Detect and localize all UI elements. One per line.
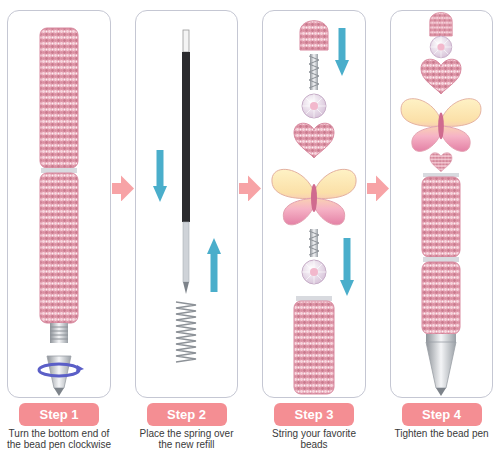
heart-bead (430, 153, 452, 172)
direction-arrow (344, 238, 351, 282)
butterfly-bead (272, 169, 356, 224)
heart-bead (294, 123, 334, 158)
metal-ring (426, 334, 456, 342)
thread-lines (50, 327, 68, 339)
step-panel: Step 1Turn the bottom end of the bead pe… (7, 10, 111, 398)
screw-thread (309, 231, 319, 255)
rotate-ring (39, 364, 79, 376)
step-label: Step 2 (147, 403, 227, 426)
rhinestone-segment (422, 262, 460, 334)
direction-arrow (157, 150, 164, 188)
rhinestone-segment (40, 173, 78, 323)
screw (310, 54, 318, 90)
step-caption: Turn the bottom end of the bead pen cloc… (4, 429, 114, 450)
pen-tip (436, 388, 446, 396)
dome-bead (300, 21, 328, 50)
refill-end (183, 222, 189, 282)
step-arrow (367, 183, 376, 194)
butterfly-bead (401, 99, 481, 152)
metal-ring (423, 173, 459, 177)
rhinestone-segment (422, 177, 460, 257)
thread (50, 323, 68, 343)
rhinestone-segment (294, 301, 334, 394)
refill-tip (183, 282, 189, 294)
rotate-arrowhead (76, 365, 84, 372)
step-arrow (112, 183, 121, 194)
step-panel: Step 4Tighten the bead pen (390, 10, 493, 398)
step-caption: Tighten the bead pen (387, 429, 497, 440)
direction-arrow (339, 28, 346, 62)
step-caption: String your favorite beads (259, 429, 369, 450)
metal-ring (423, 257, 459, 262)
pen-body (39, 28, 84, 396)
screw (310, 229, 318, 257)
heart-bead (421, 59, 461, 94)
crystal-bead (302, 260, 326, 284)
pen-nib (47, 356, 71, 388)
pen-tip (54, 388, 64, 396)
direction-arrow (211, 252, 218, 292)
step-caption: Place the spring over the new refill (132, 429, 242, 450)
refill-tube (182, 52, 190, 222)
metal-ring (296, 296, 332, 301)
rhinestone-segment (40, 28, 78, 168)
spring (176, 302, 196, 362)
step-label: Step 1 (19, 403, 99, 426)
step-label: Step 3 (274, 403, 354, 426)
refill-cap (183, 30, 189, 52)
step-label: Step 4 (402, 403, 482, 426)
refill (182, 30, 190, 294)
crystal-bead (430, 36, 452, 58)
metal-ring (41, 168, 77, 173)
crystal-bead (302, 94, 326, 118)
step-arrow (239, 183, 248, 194)
dome-bead (430, 13, 452, 36)
screw-thread (309, 56, 319, 88)
pen-nib (426, 342, 456, 388)
step-panel: Step 2Place the spring over the new refi… (135, 10, 238, 398)
step-panel: Step 3String your favorite beads (262, 10, 366, 398)
